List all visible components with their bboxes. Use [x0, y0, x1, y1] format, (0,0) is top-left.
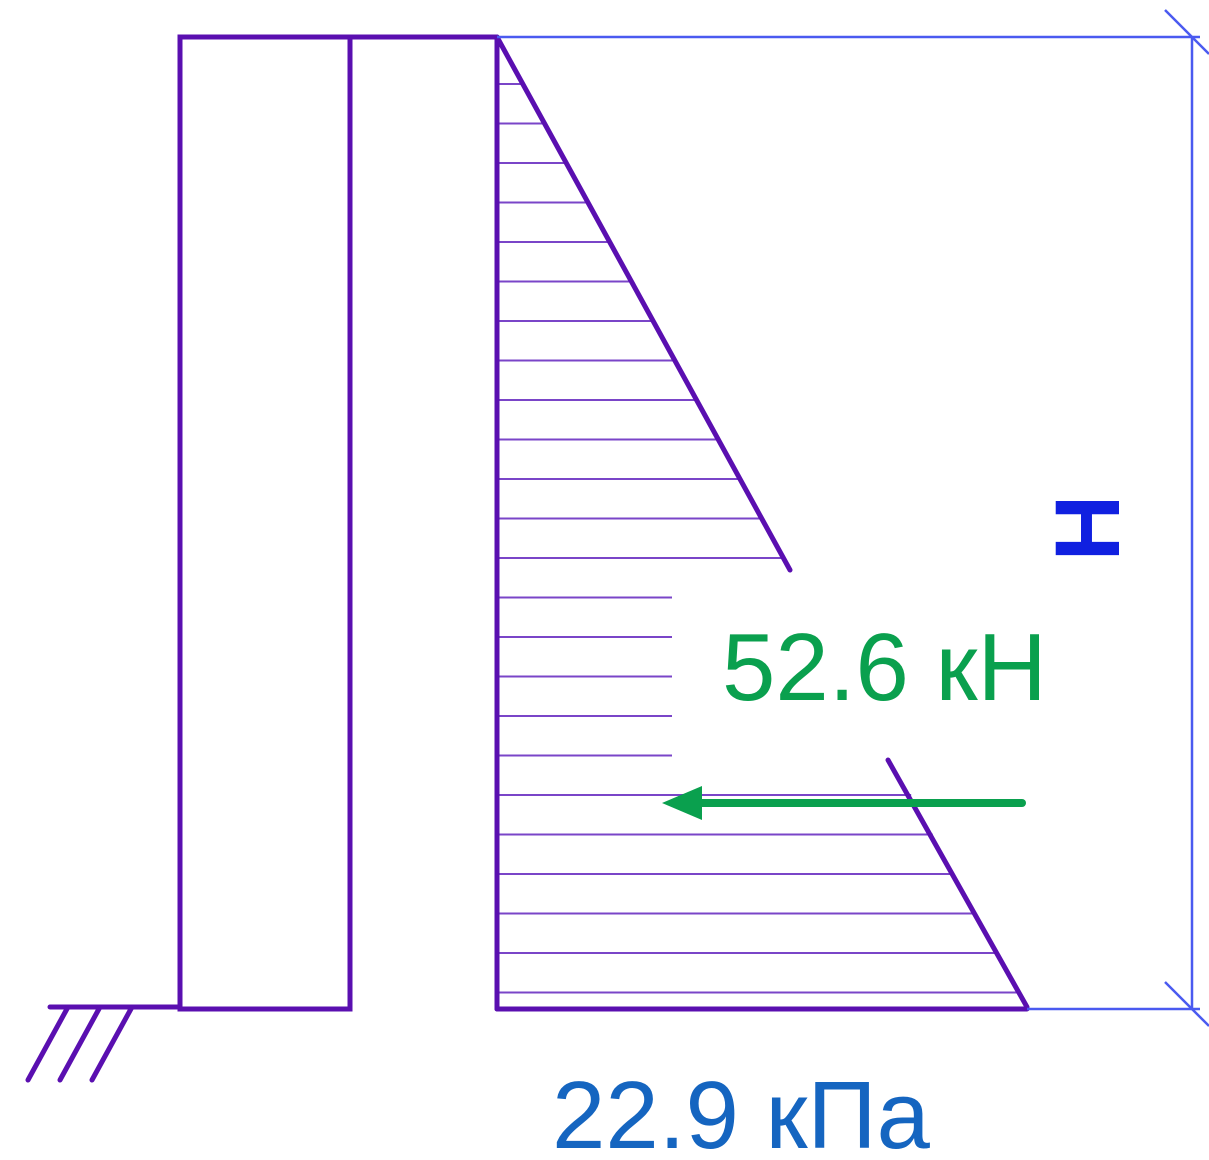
wall-outer-section	[177, 34, 353, 1012]
height-label: H	[1037, 495, 1139, 561]
label-mask	[672, 572, 1082, 758]
pressure-slope-lower	[885, 757, 1030, 1010]
pressure-slope-upper	[494, 34, 793, 573]
arrow-head-icon	[662, 786, 702, 820]
height-dimension	[497, 9, 1209, 1027]
pressure-label: 22.9 кПа	[552, 1062, 931, 1160]
pressure-diagram	[494, 34, 1030, 1012]
dimension-tick-bottom	[1164, 981, 1209, 1027]
retaining-wall	[177, 34, 500, 1012]
ground-support-icon	[25, 1004, 183, 1083]
dimension-tick-top	[1164, 9, 1209, 55]
force-label: 52.6 кН	[722, 614, 1047, 721]
resultant-force-arrow	[662, 786, 1026, 820]
